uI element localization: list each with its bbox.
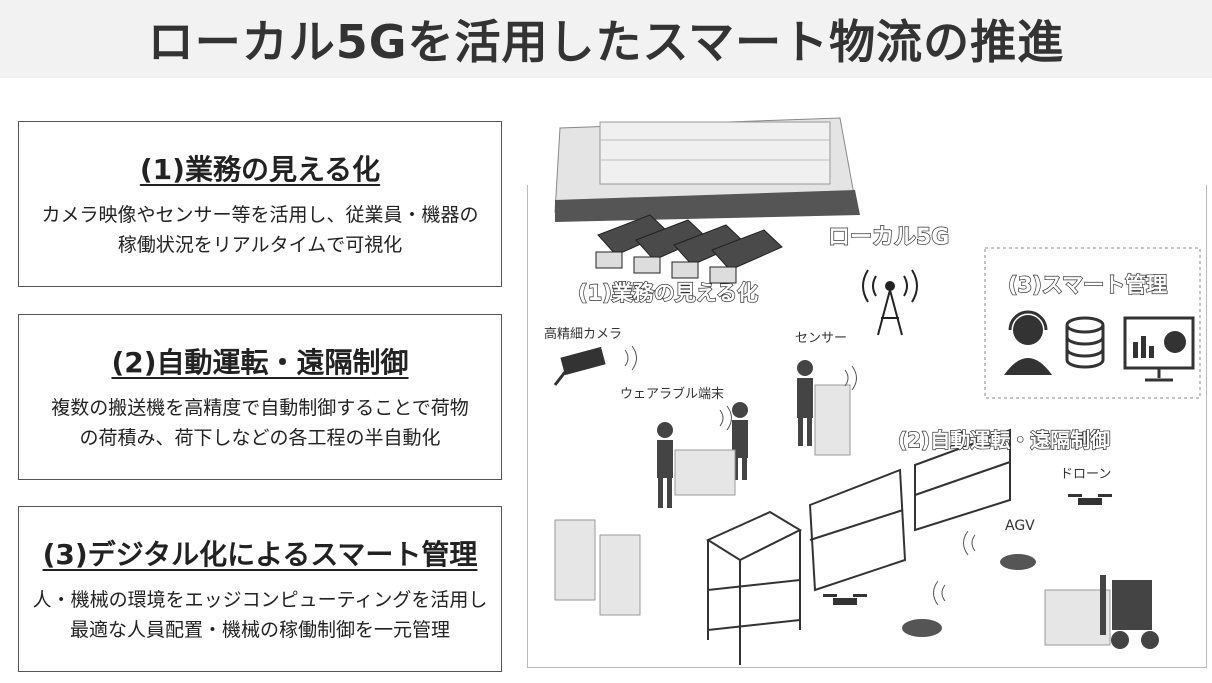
agv-icon	[902, 554, 1036, 637]
box-heading: (3)デジタル化によるスマート管理	[42, 538, 478, 571]
local5g-label: ローカル5G	[828, 225, 949, 250]
operator-headset-icon	[1004, 310, 1052, 375]
drone-icon	[823, 494, 1112, 605]
box-description: カメラ映像やセンサー等を活用し、従業員・機器の 稼働状況をリアルタイムで可視化	[41, 204, 479, 256]
title-bar: ローカル5Gを活用したスマート物流の推進	[0, 0, 1212, 78]
smart-management-label: (3)スマート管理	[1008, 273, 1167, 297]
page-title: ローカル5Gを活用したスマート物流の推進	[147, 15, 1065, 69]
shelf-rack-icon	[705, 428, 1011, 665]
truck-icon	[595, 214, 783, 284]
drone-label: ドローン	[1060, 467, 1111, 482]
auto-remote-scene-label: (2)自動運転・遠隔制御	[898, 428, 1110, 452]
visualization-box: (1)業務の見える化 カメラ映像やセンサー等を活用し、従業員・機器の 稼働状況を…	[18, 121, 502, 287]
box-description: 人・機械の環境をエッジコンピューティングを活用し 最適な人員配置・機械の稼働制御…	[32, 589, 488, 641]
smart-management-area	[984, 247, 1201, 399]
sensor-label: センサー	[795, 331, 847, 346]
agv-label: AGV	[1005, 518, 1035, 534]
signal-waves	[719, 365, 976, 606]
auto-remote-box: (2)自動運転・遠隔制御 複数の搬送機を高精度で自動制御することで荷物 の荷積み…	[18, 314, 502, 480]
warehouse-building-icon	[554, 117, 860, 222]
forklift-icon	[1100, 575, 1159, 649]
camera-label: 高精細カメラ	[544, 326, 622, 342]
box-heading: (1)業務の見える化	[139, 153, 381, 186]
visualization-scene-label: (1)業務の見える化	[578, 281, 758, 305]
cargo-boxes	[554, 384, 1111, 646]
box-heading: (2)自動運転・遠隔制御	[111, 346, 409, 379]
box-description: 複数の搬送機を高精度で自動制御することで荷物 の荷積み、荷下しなどの各工程の半自…	[51, 397, 469, 449]
database-icon	[1065, 316, 1105, 369]
worker-icon	[657, 360, 813, 508]
smart-management-box: (3)デジタル化によるスマート管理 人・機械の環境をエッジコンピューティングを活…	[18, 506, 502, 672]
wearable-label: ウェアラブル端末	[620, 386, 724, 402]
camera-icon	[553, 345, 637, 386]
monitor-chart-icon	[1123, 316, 1195, 382]
antenna-icon	[862, 269, 918, 336]
